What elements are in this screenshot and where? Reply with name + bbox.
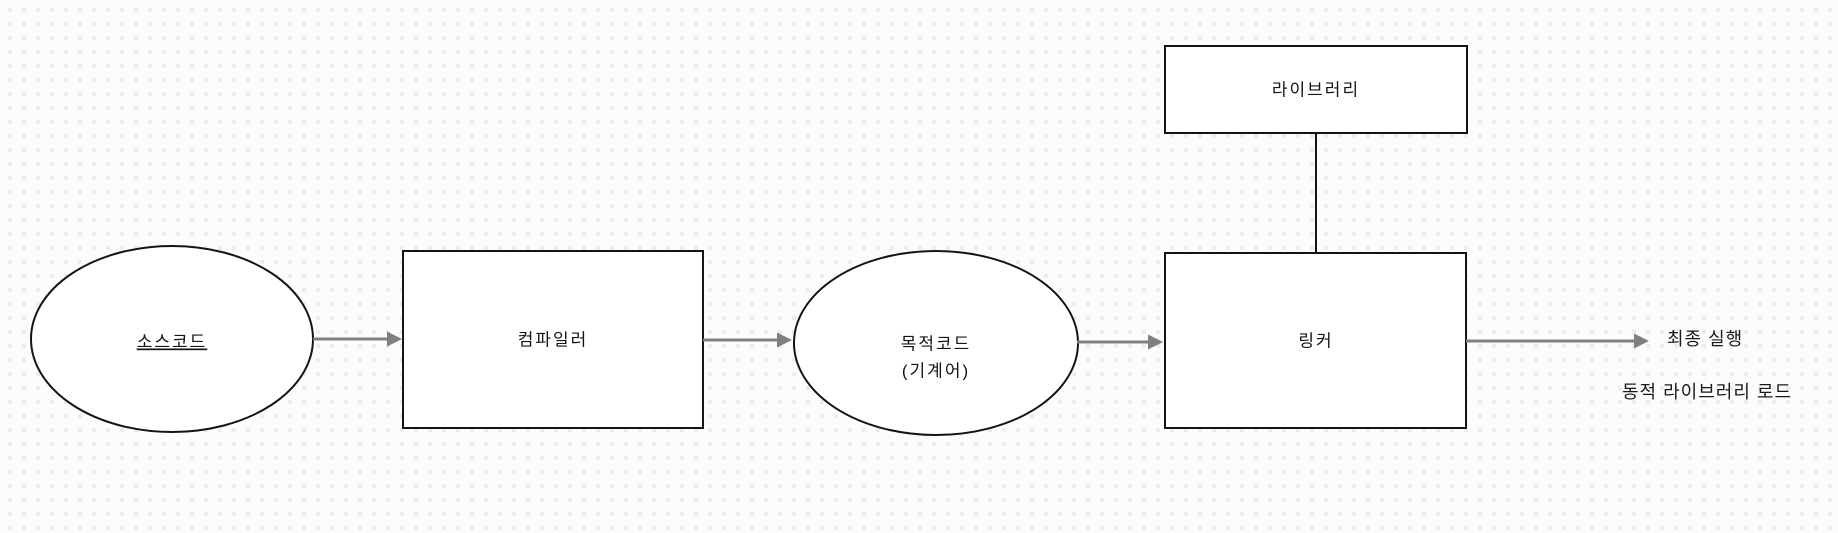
- node-linker[interactable]: 링커: [1164, 252, 1467, 429]
- annotation-dynamic-library-load[interactable]: 동적 라이브러리 로드: [1622, 382, 1792, 402]
- node-library[interactable]: 라이브러리: [1164, 45, 1468, 134]
- library-label: 라이브러리: [1272, 80, 1360, 99]
- object-code-label-line2: (기계어): [902, 361, 970, 380]
- node-compiler[interactable]: 컴파일러: [402, 250, 704, 429]
- source-code-label: 소스코드: [137, 332, 208, 351]
- node-source-code[interactable]: 소스코드: [30, 245, 314, 433]
- annotation-final-run[interactable]: 최종 실행: [1667, 329, 1743, 349]
- linker-rect[interactable]: [1164, 252, 1467, 429]
- linker-label: 링커: [1298, 331, 1333, 350]
- compiler-label: 컴파일러: [518, 330, 589, 349]
- library-rect[interactable]: [1164, 45, 1468, 134]
- object-code-label-line1: 목적코드: [901, 334, 972, 353]
- node-object-code[interactable]: 목적코드 (기계어): [793, 250, 1079, 436]
